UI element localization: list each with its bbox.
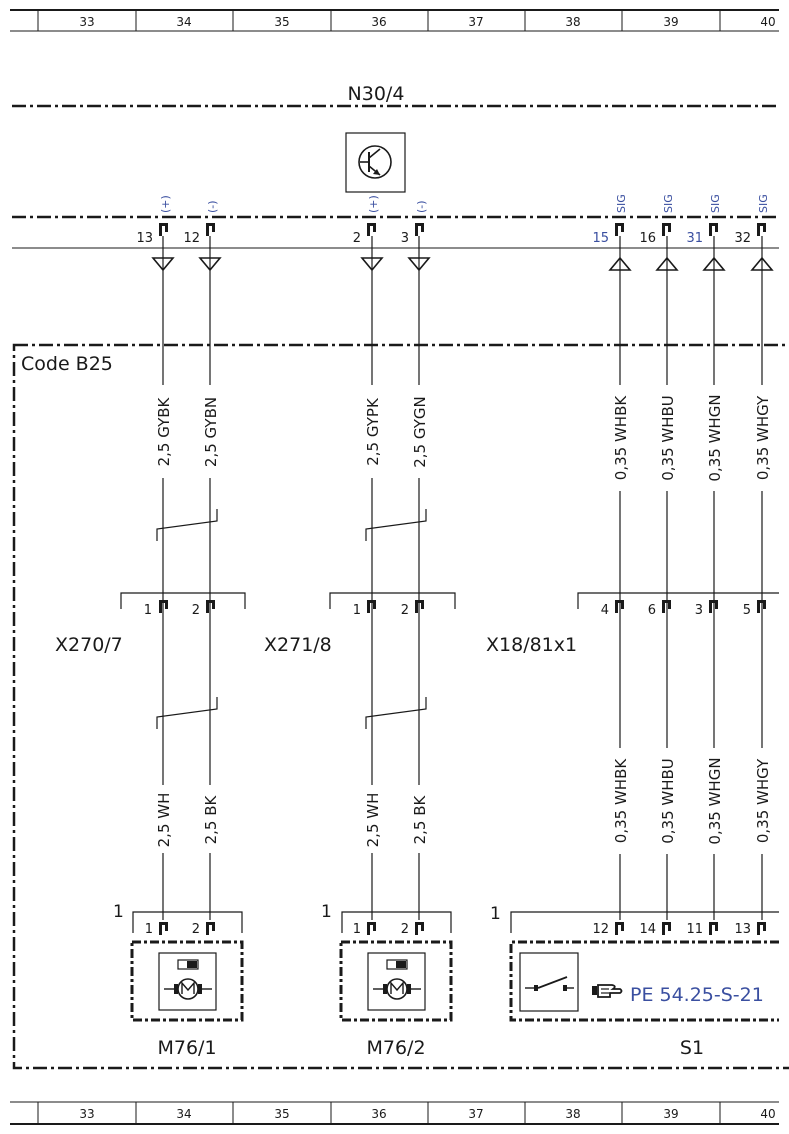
connector-pin-number: 5 — [743, 603, 751, 618]
connector-pin-number: 2 — [192, 603, 200, 618]
component-connector-frames — [132, 911, 779, 933]
pin-number: 16 — [639, 231, 656, 246]
component-name: M76/2 — [366, 1037, 425, 1059]
connector-pin-number: 4 — [601, 603, 609, 618]
pin-signal-label: (+) — [367, 195, 380, 213]
motor-icon — [158, 952, 217, 1011]
connector-pins — [159, 600, 766, 613]
component-marker: 1 — [113, 902, 124, 922]
component-marker: 1 — [321, 902, 332, 922]
wire-label: 2,5 WH — [155, 793, 173, 848]
twisted-pair-markers — [156, 509, 427, 729]
ruler-top-label: 39 — [663, 15, 678, 29]
component-marker: 1 — [490, 904, 501, 924]
connector-pin-number: 2 — [401, 603, 409, 618]
component-pin-number: 13 — [734, 922, 751, 937]
ruler-bottom-label: 38 — [565, 1107, 580, 1121]
connector-name: X270/7 — [55, 634, 123, 656]
wire-label: 0,35 WHBK — [612, 758, 630, 844]
reference-link[interactable]: PE 54.25-S-21 — [630, 984, 764, 1006]
ruler-top-label: 37 — [468, 15, 483, 29]
wire-labels-lower: 2,5 WH 2,5 BK 2,5 WH 2,5 BK 0,35 WHBK 0,… — [155, 748, 772, 854]
ruler-top-label: 38 — [565, 15, 580, 29]
pin-sockets-top — [159, 223, 766, 236]
connector-pin-number: 3 — [695, 603, 703, 618]
code-region-border — [12, 343, 789, 1070]
ruler-bottom-label: 36 — [371, 1107, 386, 1121]
wire-label: 2,5 BK — [202, 794, 220, 844]
wire-label: 2,5 GYGN — [411, 396, 429, 468]
ruler-top-label: 36 — [371, 15, 386, 29]
ruler-bottom-label: 37 — [468, 1107, 483, 1121]
pin-number: 15 — [592, 231, 609, 246]
wire-label: 0,35 WHGY — [754, 758, 772, 843]
ruler-bottom: 33 34 35 36 37 38 39 40 — [10, 1101, 779, 1125]
connector-pin-number: 1 — [353, 603, 361, 618]
ruler-bottom-label: 39 — [663, 1107, 678, 1121]
connector-name: X271/8 — [264, 634, 332, 656]
ruler-top: 33 34 35 36 37 38 39 40 — [10, 9, 779, 32]
component-pins — [159, 922, 766, 935]
connector-pin-number: 1 — [144, 603, 152, 618]
code-region-label: Code B25 — [21, 353, 113, 375]
component-name: M76/1 — [157, 1037, 216, 1059]
wire-label: 0,35 WHBU — [659, 395, 677, 481]
component-pin-number: 1 — [353, 922, 361, 937]
motor-m76-1 — [130, 940, 244, 1022]
component-pin-number: 2 — [401, 922, 409, 937]
ruler-top-label: 40 — [760, 15, 775, 29]
pin-signal-label: (-) — [415, 200, 428, 213]
signal-direction-markers — [151, 256, 774, 272]
pin-signal-label: SIG — [757, 194, 770, 213]
pin-signal-label: SIG — [615, 194, 628, 213]
wire-label: 2,5 WH — [364, 793, 382, 848]
transistor-icon — [345, 132, 406, 193]
switch-s1: PE 54.25-S-21 — [509, 940, 779, 1022]
component-pin-number: 2 — [192, 922, 200, 937]
wire-label: 2,5 GYBN — [202, 397, 220, 467]
wire-label: 0,35 WHBU — [659, 758, 677, 844]
wire-label: 0,35 WHBK — [612, 395, 630, 481]
component-name: S1 — [680, 1037, 704, 1059]
component-pin-number: 14 — [639, 922, 656, 937]
connector-frames — [120, 592, 779, 609]
pin-number: 31 — [686, 231, 703, 246]
wire-label: 2,5 GYPK — [364, 397, 382, 466]
ruler-bottom-label: 33 — [79, 1107, 94, 1121]
wire-label: 0,35 WHGY — [754, 395, 772, 480]
ruler-top-label: 34 — [176, 15, 191, 29]
pin-number: 13 — [136, 231, 153, 246]
ruler-bottom-label: 40 — [760, 1107, 775, 1121]
pointing-hand-icon — [592, 984, 623, 998]
component-pin-number: 1 — [145, 922, 153, 937]
ruler-bottom-label: 35 — [274, 1107, 289, 1121]
pin-signal-label: (+) — [159, 195, 172, 213]
wire-label: 0,35 WHGN — [706, 757, 724, 844]
ruler-bottom-label: 34 — [176, 1107, 191, 1121]
component-pin-number: 11 — [686, 922, 703, 937]
pin-number: 12 — [183, 231, 200, 246]
motor-icon — [367, 952, 426, 1011]
ruler-top-label: 35 — [274, 15, 289, 29]
connector-name: X18/81x1 — [486, 634, 577, 656]
pin-signal-label: (-) — [206, 200, 219, 213]
wire-labels-upper: 2,5 GYBK 2,5 GYBN 2,5 GYPK 2,5 GYGN 0,35… — [155, 385, 772, 491]
component-pin-number: 12 — [592, 922, 609, 937]
switch-icon — [519, 952, 579, 1012]
wire-label: 2,5 BK — [411, 794, 429, 844]
pin-number: 3 — [401, 231, 409, 246]
wire-label: 0,35 WHGN — [706, 394, 724, 481]
connector-pin-number: 6 — [648, 603, 656, 618]
pin-number: 32 — [734, 231, 751, 246]
pin-signal-label: SIG — [662, 194, 675, 213]
pin-signal-label: SIG — [709, 194, 722, 213]
pin-number: 2 — [353, 231, 361, 246]
module-name: N30/4 — [348, 83, 405, 105]
motor-m76-2 — [339, 940, 453, 1022]
wire-label: 2,5 GYBK — [155, 396, 173, 466]
ruler-top-label: 33 — [79, 15, 94, 29]
